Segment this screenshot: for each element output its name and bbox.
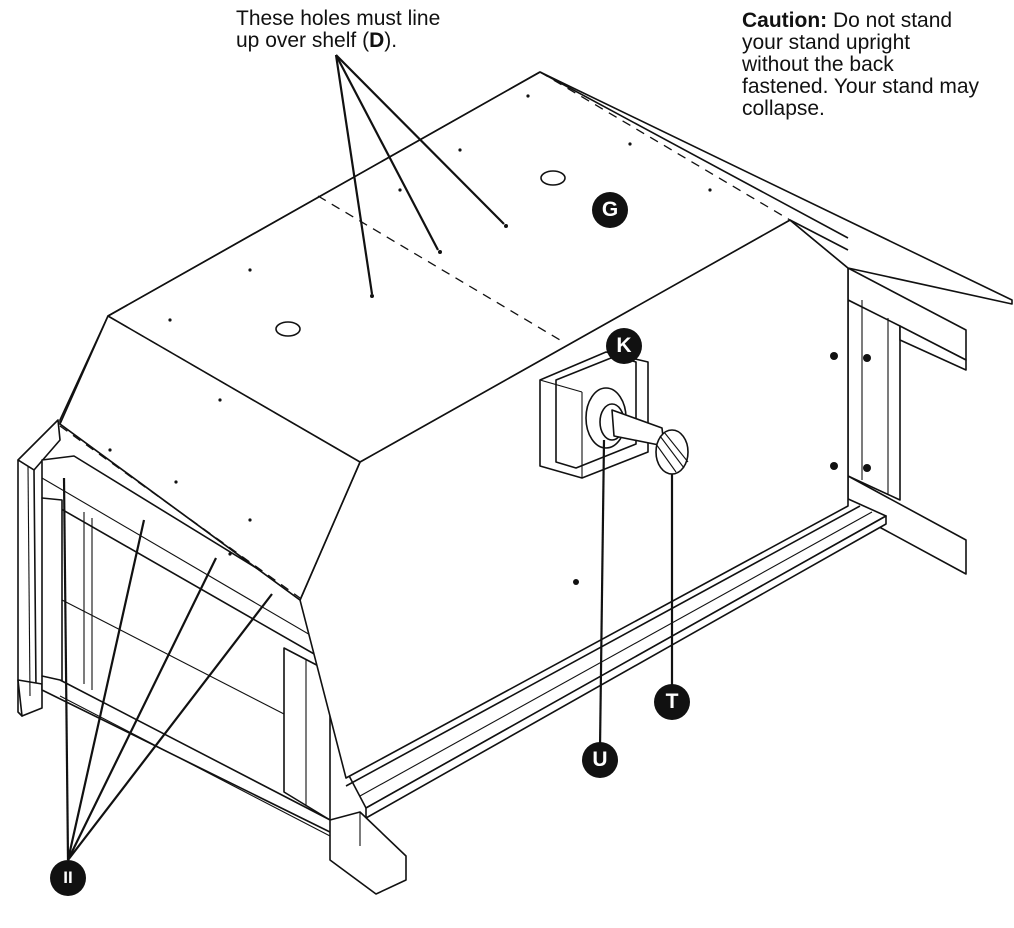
holes-note-line-2: up over shelf (D).: [236, 29, 398, 52]
callout-ii: II: [50, 860, 86, 896]
caution-line-5: collapse.: [742, 97, 825, 120]
base-rail: [345, 497, 887, 819]
callout-k: K: [606, 328, 642, 364]
caution-line-1: Caution: Do not stand: [742, 9, 953, 32]
caution-line-3: without the back: [742, 53, 894, 76]
cabinet-body: [59, 71, 1013, 779]
callout-t: T: [654, 684, 690, 720]
right-leg: [847, 267, 967, 575]
caution-note: Caution: Do not stand your stand upright…: [742, 10, 1010, 120]
bracket-assembly: [539, 351, 689, 479]
callout-g: G: [592, 192, 628, 228]
callout-u: U: [582, 742, 618, 778]
holes-note: These holes must line up over shelf (D).: [236, 8, 516, 52]
caution-line-4: fastened. Your stand may: [742, 75, 979, 98]
caution-label: Caution:: [742, 9, 828, 32]
caution-line-2: your stand upright: [742, 31, 911, 54]
leader-lines: [62, 54, 674, 861]
left-leg: [17, 419, 61, 717]
holes-note-line-1: These holes must line: [236, 7, 441, 30]
shelf-letter: D: [369, 29, 385, 52]
